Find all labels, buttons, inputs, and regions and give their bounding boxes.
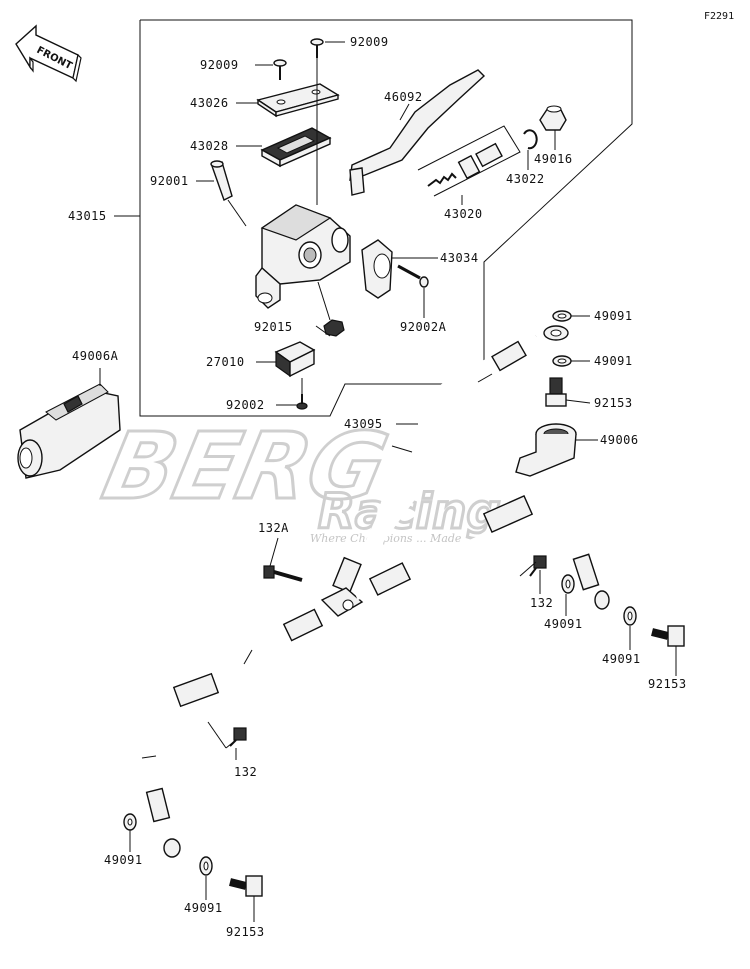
watermark-brand: BERG (95, 413, 397, 520)
label-92015: 92015 (254, 320, 293, 334)
caliper-cover-left (17, 368, 121, 479)
lever-pivot-bolt (210, 160, 233, 201)
cap-screw-right (310, 38, 324, 58)
label-43026: 43026 (190, 96, 229, 110)
switch-screw (296, 394, 308, 410)
label-92153-upper: 92153 (594, 396, 633, 410)
label-92002: 92002 (226, 398, 265, 412)
leader-lines-lower (129, 315, 677, 922)
right-banjo-bolt (651, 625, 685, 647)
brake-hose-junction (320, 587, 364, 617)
left-banjo-bolt (229, 875, 263, 897)
label-49091-right-2: 49091 (602, 652, 641, 666)
label-92001: 92001 (150, 174, 189, 188)
label-43015: 43015 (68, 209, 107, 223)
front-direction-arrow: FRONT (15, 24, 82, 83)
label-132-right: 132 (530, 596, 553, 610)
upper-washer-1 (552, 310, 572, 322)
left-washer-2 (199, 856, 213, 876)
label-92153-left: 92153 (226, 925, 265, 939)
label-132-left: 132 (234, 765, 257, 779)
leader-lines-top (114, 41, 556, 406)
label-49006a: 49006A (72, 349, 119, 363)
label-92009-right: 92009 (350, 35, 389, 49)
upper-banjo-fitting (543, 325, 569, 341)
part-labels: 92009 92009 43026 43028 92001 43015 4609… (68, 35, 687, 939)
brake-light-switch (274, 341, 316, 378)
figure-code: F2291 (704, 11, 734, 22)
label-49016: 49016 (534, 152, 573, 166)
left-brake-hose (135, 608, 333, 841)
label-43020: 43020 (444, 207, 483, 221)
left-banjo-fitting (163, 838, 181, 858)
reservoir-cap (256, 83, 340, 118)
handlebar-clamp (361, 239, 393, 299)
label-49091-upper-1: 49091 (594, 309, 633, 323)
label-92009-left: 92009 (200, 58, 239, 72)
upper-washer-2 (552, 355, 572, 367)
label-49091-upper-2: 49091 (594, 354, 633, 368)
master-cylinder-body (255, 204, 351, 309)
banjo-nut (323, 319, 345, 337)
label-49091-right-1: 49091 (544, 617, 583, 631)
cap-screw-left (273, 59, 287, 80)
upper-banjo-bolt (545, 377, 567, 407)
reservoir-diaphragm (260, 127, 332, 168)
clamp-bolt (397, 264, 429, 288)
right-washer-2 (623, 606, 637, 626)
label-43034: 43034 (440, 251, 479, 265)
bolt-132a (263, 565, 303, 582)
bolt-132-right (529, 555, 547, 577)
lever-dust-boot (539, 105, 567, 131)
label-92153-right: 92153 (648, 677, 687, 691)
label-92002a: 92002A (400, 320, 447, 334)
cover-49006 (515, 423, 577, 477)
right-banjo-fitting (594, 590, 610, 610)
brake-lever (349, 69, 486, 196)
label-43028: 43028 (190, 139, 229, 153)
label-43022: 43022 (506, 172, 545, 186)
piston-circlip (523, 129, 538, 150)
label-49006: 49006 (600, 433, 639, 447)
label-49091-left-2: 49091 (184, 901, 223, 915)
label-27010: 27010 (206, 355, 245, 369)
label-46092: 46092 (384, 90, 423, 104)
label-132a: 132A (258, 521, 289, 535)
label-43095: 43095 (344, 417, 383, 431)
right-brake-hose (354, 493, 605, 601)
piston-kit-box (417, 125, 521, 197)
piston-kit-parts (427, 142, 503, 187)
main-brake-hose (332, 332, 539, 594)
label-49091-left-1: 49091 (104, 853, 143, 867)
left-washer-1 (123, 813, 137, 831)
right-washer-1 (561, 574, 575, 594)
